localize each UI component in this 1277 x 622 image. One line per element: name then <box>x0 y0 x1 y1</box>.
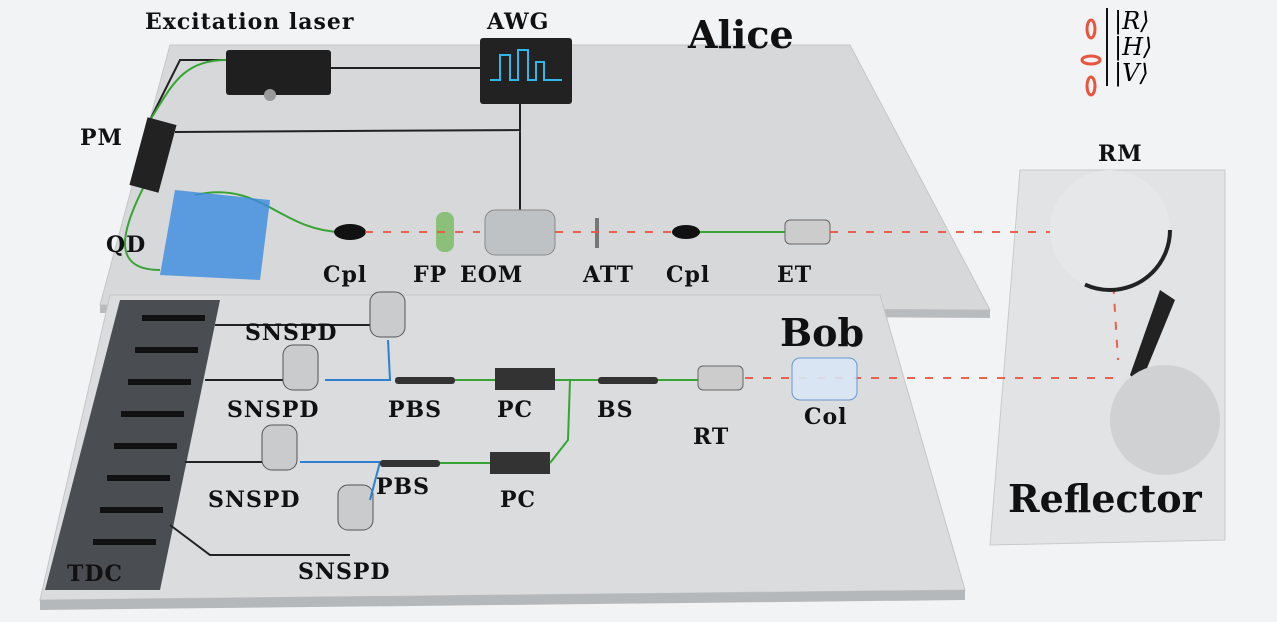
label-eom: EOM <box>460 262 524 288</box>
label-pc-1: PC <box>497 397 534 423</box>
green-fiber <box>124 59 790 271</box>
pm-device <box>129 117 177 193</box>
et-telescope <box>784 219 831 245</box>
qd-chip <box>160 190 270 280</box>
snspd-detector-1 <box>369 291 406 338</box>
label-att: ATT <box>583 262 634 288</box>
label-rm: RM <box>1098 141 1143 167</box>
label-alice: Alice <box>688 12 794 57</box>
pc-2 <box>490 452 550 474</box>
label-bs: BS <box>597 397 634 423</box>
label-fp: FP <box>413 262 448 288</box>
photon-r-icon <box>1085 18 1097 40</box>
label-snspd-3: SNSPD <box>208 487 301 513</box>
label-rt: RT <box>693 424 730 450</box>
label-cpl-1: Cpl <box>323 262 368 288</box>
legend-item-r: |R⟩ <box>1114 7 1150 35</box>
excitation-laser-box <box>226 50 331 95</box>
rt-telescope <box>697 365 744 391</box>
photon-v-icon <box>1085 75 1097 97</box>
label-awg: AWG <box>487 9 550 35</box>
label-pbs-1: PBS <box>388 397 443 423</box>
awg-box <box>480 38 572 104</box>
legend-item-h: |H⟩ <box>1114 33 1153 61</box>
snspd-detector-4 <box>337 484 374 531</box>
label-tdc: TDC <box>67 561 123 587</box>
label-et: ET <box>777 262 813 288</box>
label-qd: QD <box>106 232 147 258</box>
label-pbs-2: PBS <box>376 474 431 500</box>
polarization-legend: |R⟩ |H⟩ |V⟩ <box>1106 8 1152 86</box>
mirror-2 <box>1130 290 1175 385</box>
col-cell <box>791 357 858 401</box>
rm-mirror <box>1048 168 1172 292</box>
photon-h-icon <box>1080 54 1102 66</box>
label-snspd-4: SNSPD <box>298 559 391 585</box>
legend-photon-icons <box>1080 18 1102 97</box>
label-snspd-2: SNSPD <box>227 397 320 423</box>
label-col: Col <box>804 404 848 430</box>
snspd-detector-2 <box>282 344 319 391</box>
label-pc-2: PC <box>500 487 537 513</box>
snspd-detector-3 <box>261 424 298 471</box>
pc-1 <box>495 368 555 390</box>
label-reflector: Reflector <box>1008 476 1202 521</box>
label-snspd-1: SNSPD <box>245 320 338 346</box>
awg-waveform <box>490 49 562 81</box>
label-cpl-2: Cpl <box>666 262 711 288</box>
legend-item-v: |V⟩ <box>1114 59 1149 87</box>
label-excitation-laser: Excitation laser <box>145 9 355 35</box>
label-bob: Bob <box>780 310 865 355</box>
eom-cylinder <box>484 209 556 256</box>
label-pm: PM <box>80 125 123 151</box>
